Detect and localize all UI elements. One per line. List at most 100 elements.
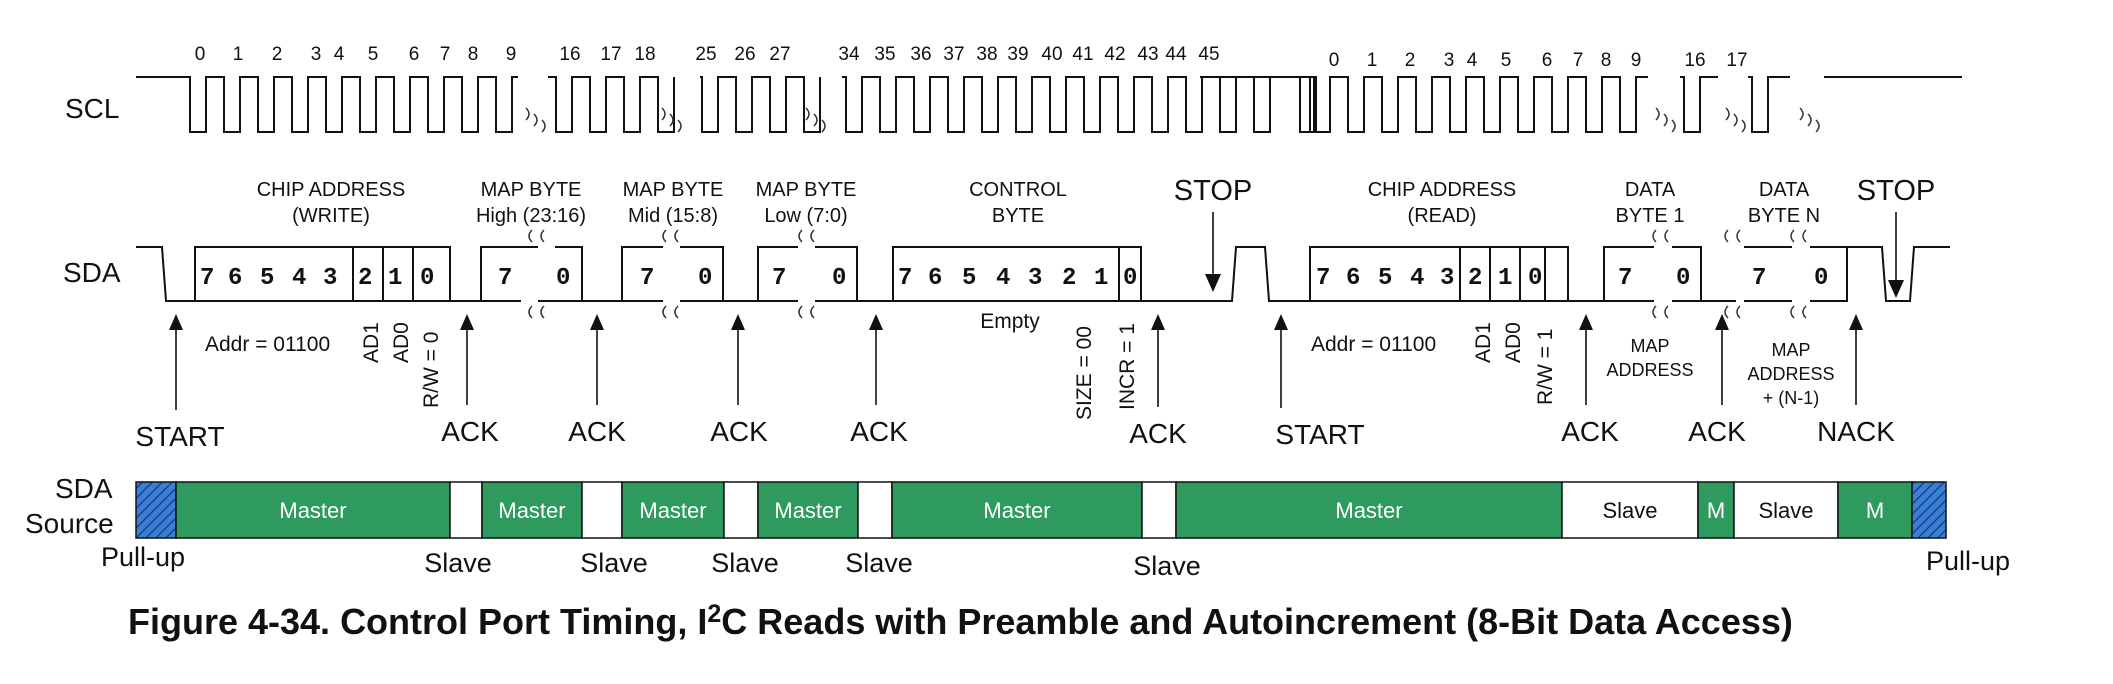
clock-tick-38: 38 <box>976 44 997 65</box>
control-bit-4: 4 <box>996 265 1010 292</box>
master-segment-label-1: Master <box>498 498 565 523</box>
clock-tick-7: 7 <box>440 44 451 65</box>
master-segment-3 <box>481 481 583 539</box>
chip-read-bit-5: 5 <box>1378 265 1392 292</box>
slave-segment-label-6: Slave <box>1602 498 1657 523</box>
pullup-left-label: Pull-up <box>101 542 185 572</box>
ad0-write-label: AD0 <box>390 322 413 363</box>
master-segment-13 <box>1697 481 1735 539</box>
master-segment-label-3: Master <box>774 498 841 523</box>
master-segment-label-5: Master <box>1335 498 1402 523</box>
map-address-n-label-1: MAP <box>1771 340 1810 360</box>
master-segment-9 <box>891 481 1143 539</box>
control-bit-1: 1 <box>1094 265 1108 292</box>
map-mid-title-2: Mid (15:8) <box>628 205 718 227</box>
clock-tick-read-8: 8 <box>1601 50 1612 71</box>
clock-tick-read-4: 4 <box>1467 50 1478 71</box>
master-segment-label-4: Master <box>983 498 1050 523</box>
pullup-right-label: Pull-up <box>1926 546 2010 576</box>
map-high-bit-7: 7 <box>498 265 512 292</box>
clock-tick-3: 3 <box>311 44 322 65</box>
clock-tick-35: 35 <box>874 44 895 65</box>
clock-tick-read-16: 16 <box>1684 50 1705 71</box>
clock-tick-read-2: 2 <box>1405 50 1416 71</box>
ack-1-label: ACK <box>441 416 499 447</box>
chip-read-bit-4: 4 <box>1410 265 1424 292</box>
map-mid-bit-0: 0 <box>698 265 712 292</box>
clock-tick-read-3: 3 <box>1444 50 1455 71</box>
map-address-label-2: ADDRESS <box>1606 360 1693 380</box>
control-title-1: CONTROL <box>969 179 1067 201</box>
rw-write-label: R/W = 0 <box>420 332 443 408</box>
chip-write-bit-7: 7 <box>200 265 214 292</box>
clock-tick-read-17: 17 <box>1726 50 1747 71</box>
master-segment-label-0: Master <box>279 498 346 523</box>
clock-tick-4: 4 <box>334 44 345 65</box>
map-low-bit-0: 0 <box>832 265 846 292</box>
clock-tick-16: 16 <box>559 44 580 65</box>
slave-segment-14 <box>1733 481 1839 539</box>
chip-write-title-1: CHIP ADDRESS <box>257 179 406 201</box>
data-n-bit-7: 7 <box>1752 265 1766 292</box>
control-bit-7: 7 <box>898 265 912 292</box>
control-bit-5: 5 <box>962 265 976 292</box>
ad1-read-label: AD1 <box>1472 322 1495 363</box>
chip-write-bit-3: 3 <box>323 265 337 292</box>
map-address-n-label-2: ADDRESS <box>1747 364 1834 384</box>
clock-tick-34: 34 <box>838 44 860 65</box>
field-titles: CHIP ADDRESS (WRITE) MAP BYTE High (23:1… <box>257 175 1936 227</box>
byte-field-bits: 7 0 7 0 7 0 7 0 7 0 <box>498 265 1828 292</box>
scl-label: SCL <box>65 93 119 124</box>
scl-break-marks <box>525 107 1820 133</box>
map-low-title-1: MAP BYTE <box>756 179 857 201</box>
scl-read-segment-2 <box>1680 76 1718 133</box>
clock-tick-1: 1 <box>233 44 244 65</box>
caption-superscript: 2 <box>707 600 721 628</box>
map-address-label-1: MAP <box>1630 336 1669 356</box>
data-1-bit-7: 7 <box>1618 265 1632 292</box>
stop-1-label: STOP <box>1174 175 1252 207</box>
ack-2-label: ACK <box>568 416 626 447</box>
source-bar-below-labels: Pull-up Slave Slave Slave Slave Slave Pu… <box>101 542 2010 581</box>
incr-label: INCR = 1 <box>1116 323 1139 410</box>
slave-segment-2 <box>449 481 483 539</box>
sda-label: SDA <box>63 257 121 288</box>
data-1-bit-0: 0 <box>1676 265 1690 292</box>
clock-tick-read-1: 1 <box>1367 50 1378 71</box>
scl-waveform-read <box>1240 76 1315 133</box>
chip-read-bit-2: 2 <box>1468 265 1482 292</box>
sda-source-label-1: SDA <box>55 473 113 504</box>
sda-waveform <box>136 246 1950 302</box>
clock-tick-17: 17 <box>600 44 621 65</box>
start-2-label: START <box>1275 419 1364 450</box>
clock-tick-36: 36 <box>910 44 931 65</box>
ack-7-label: ACK <box>1688 416 1746 447</box>
figure-caption: Figure 4-34. Control Port Timing, I2C Re… <box>128 600 1793 642</box>
addr-write-label: Addr = 01100 <box>205 333 330 356</box>
clock-tick-25: 25 <box>695 44 716 65</box>
clock-tick-44: 44 <box>1165 44 1187 65</box>
chip-write-bit-2: 2 <box>358 265 372 292</box>
master-segment-5 <box>621 481 725 539</box>
data-byte-n-title-2: BYTE N <box>1748 205 1820 227</box>
control-bit-0: 0 <box>1123 265 1137 292</box>
clock-tick-18: 18 <box>634 44 655 65</box>
data-byte-1-title-1: DATA <box>1625 179 1676 201</box>
map-address-n-label-3: + (N-1) <box>1763 388 1820 408</box>
clock-tick-40: 40 <box>1041 44 1062 65</box>
slave-segment-6 <box>723 481 759 539</box>
clock-tick-2: 2 <box>272 44 283 65</box>
pullup-segment-16 <box>1911 481 1947 539</box>
control-bit-2: 2 <box>1062 265 1076 292</box>
chip-read-bit-1: 1 <box>1498 265 1512 292</box>
map-high-bit-0: 0 <box>556 265 570 292</box>
clock-tick-26: 26 <box>734 44 755 65</box>
map-low-bit-7: 7 <box>772 265 786 292</box>
annotations: Addr = 01100 AD1 AD0 R/W = 0 Empty SIZE … <box>205 310 1835 420</box>
chip-write-bit-6: 6 <box>228 265 242 292</box>
ad0-read-label: AD0 <box>1502 322 1525 363</box>
